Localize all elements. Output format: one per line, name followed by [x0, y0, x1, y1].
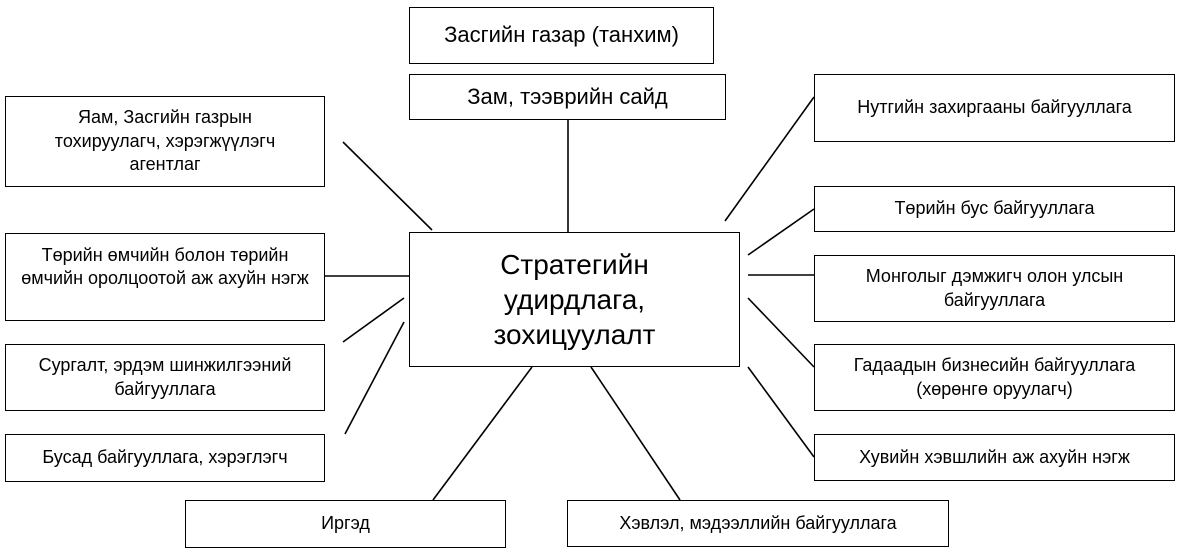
- box-media: Хэвлэл, мэдээллийн байгууллага: [567, 500, 949, 547]
- link-private-enterprises: [747, 366, 815, 458]
- box-other-users: Бусад байгууллага, хэрэглэгч: [5, 434, 325, 482]
- link-other-users: [344, 321, 405, 435]
- box-citizens: Иргэд: [185, 500, 506, 548]
- box-local-gov: Нутгийн захиргааны байгууллага: [814, 74, 1175, 142]
- link-research: [342, 297, 405, 343]
- box-government: Засгийн газар (танхим): [409, 7, 714, 64]
- box-private-enterprises: Хувийн хэвшлийн аж ахуйн нэгж: [814, 434, 1175, 481]
- box-intl-orgs: Монголыг дэмжигч олон улсын байгууллага: [814, 255, 1175, 322]
- box-agencies: Яам, Засгийн газрын тохируулагч, хэрэгжү…: [5, 96, 325, 187]
- box-state-enterprises: Төрийн өмчийн болон төрийн өмчийн оролцо…: [5, 233, 325, 321]
- box-research: Сургалт, эрдэм шинжилгээний байгууллага: [5, 344, 325, 411]
- box-ngo: Төрийн бус байгууллага: [814, 186, 1175, 232]
- link-citizens: [432, 366, 533, 501]
- box-road-ministry: Зам, тээврийн сайд: [409, 74, 726, 120]
- box-foreign-business: Гадаадын бизнесийн байгууллага (хөрөнгө …: [814, 344, 1175, 411]
- link-agencies: [342, 141, 433, 231]
- link-foreign-business: [747, 297, 815, 368]
- box-center: Стратегийн удирдлага, зохицуулалт: [409, 232, 740, 367]
- link-media: [590, 366, 681, 501]
- link-local-gov: [724, 96, 815, 222]
- link-ngo: [747, 208, 815, 256]
